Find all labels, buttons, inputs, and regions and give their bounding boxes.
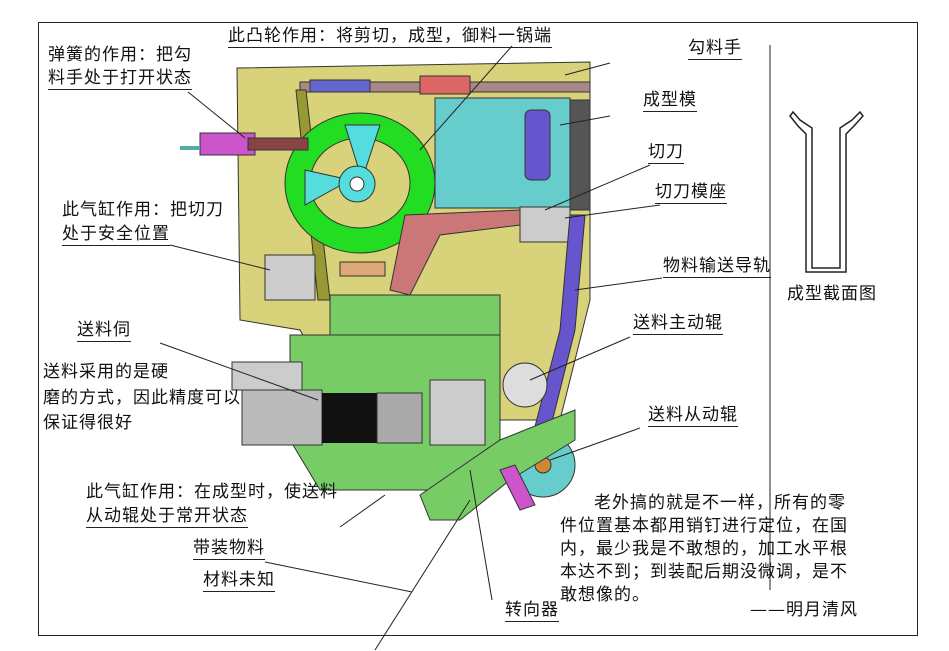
roller-cylinder-label-line1: 此气缸作用：在成型时，使送料: [86, 482, 338, 502]
cutter-seat: [519, 206, 571, 243]
cutter-label: 切刀: [648, 142, 684, 164]
hook-hand-label: 勾料手: [688, 38, 742, 60]
section-profile-shape: [789, 110, 864, 273]
cam-blade: [344, 124, 381, 182]
tape-material-label: 带装物料: [193, 538, 265, 560]
cutter-cylinder: [264, 254, 316, 301]
material-unknown-label: 材料未知: [203, 570, 275, 592]
feed-note-line1: 送料采用的是硬: [43, 362, 169, 382]
cutter-seat-label: 切刀模座: [655, 182, 727, 204]
drive-roller: [502, 362, 548, 408]
spring-label-line1: 弹簧的作用：把勾: [48, 45, 192, 65]
cutter-cylinder-label-line1: 此气缸作用：把切刀: [62, 200, 224, 220]
section-view-label: 成型截面图: [787, 284, 877, 304]
diverter-label: 转向器: [505, 600, 559, 622]
guide-rail-label: 物料输送导轨: [663, 256, 771, 278]
feed-note-line2: 磨的方式，因此精度可以: [43, 388, 241, 408]
roller-cylinder-label-line2: 从动辊处于常开状态: [86, 506, 248, 528]
leader-lines: [159, 45, 771, 651]
feed-plate: [329, 294, 501, 336]
drawing-frame: [38, 22, 918, 636]
comment-paragraph: 老外搞的就是不一样，所有的零件位置基本都用销钉进行定位，在国内，最少我是不敢想的…: [560, 493, 848, 605]
driven-roller-label: 送料从动辊: [648, 405, 738, 427]
diverter-arm: [419, 409, 576, 521]
spring-cylinder: [199, 132, 256, 156]
drive-roller-label: 送料主动辊: [633, 313, 723, 335]
forming-die-label: 成型模: [643, 90, 697, 112]
comment-signature: ——明月清风: [750, 600, 858, 620]
spring-label-line2: 料手处于打开状态: [48, 68, 192, 90]
cam-label: 此凸轮作用：将剪切，成型，御料一锅端: [228, 26, 552, 48]
feed-note-line3: 保证得很好: [43, 413, 133, 433]
cutter-cylinder-label-line2: 处于安全位置: [62, 224, 170, 246]
servo-motor: [241, 389, 323, 446]
feed-servo-label: 送料伺: [77, 320, 131, 342]
